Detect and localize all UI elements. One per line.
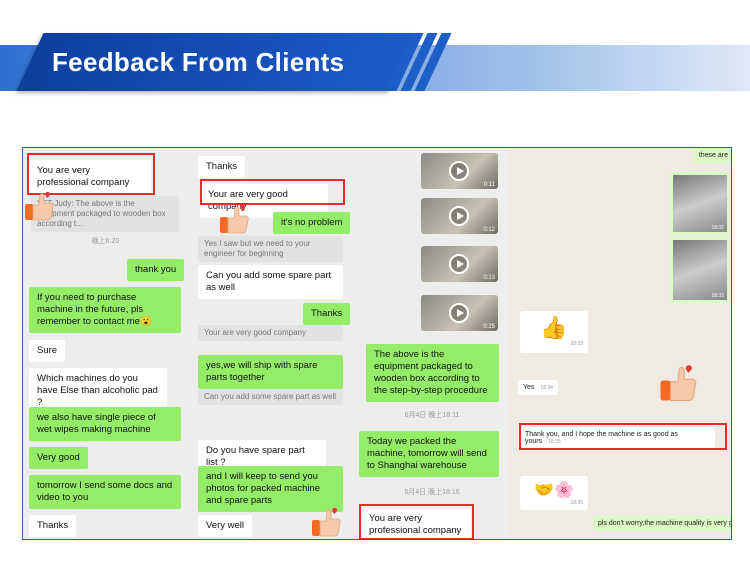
highlight-box [200,179,345,205]
chat-message: Which machines do you have Else than alc… [29,368,167,414]
video-message[interactable]: 0:11 [421,153,498,189]
emoji-message: 🤝🌸18:35 [520,476,588,510]
message-text: Yes [523,384,535,391]
chat-panel-1: You are very professional company YFT-Ju… [23,148,188,539]
chat-collage: You are very professional company YFT-Ju… [22,147,732,540]
chat-message: yes,we will ship with spare parts togeth… [198,355,343,389]
quoted-message: Yes I saw but we need to your engineer f… [198,236,343,262]
chat-message: Thanks [303,303,351,325]
play-icon [449,254,469,274]
quoted-message: YFT-Judy: The above is the equipment pac… [31,196,179,232]
chat-message: these are [693,148,731,163]
chat-message: Thank you, and I hope the machine is as … [520,427,715,449]
quoted-message: Can you add some spare part as well [198,389,343,405]
highlight-box [519,423,727,450]
chat-message: You are very professional company [29,160,151,194]
chat-message: You are very professional company [361,508,471,539]
video-message[interactable]: 0:12 [421,198,498,234]
video-duration: 0:13 [483,275,495,281]
chat-message: If you need to purchase machine in the f… [29,287,181,333]
chat-message: Yes 18:34 [518,380,558,395]
quoted-message: Your are very good company [198,325,343,341]
handshake-flower-emoji: 🤝🌸 [534,482,574,499]
chat-message: Can you add some spare part as well [198,265,343,299]
video-message[interactable]: 0:13 [421,246,498,282]
chat-panel-4: these are 18:32 18:32 👍18:33 Yes 18:34 Th… [508,148,731,539]
thumbs-up-emoji: 👍 [540,315,568,340]
play-icon [449,161,469,181]
play-icon [449,303,469,323]
video-duration: 0:25 [483,324,495,330]
message-time: 18:33 [570,341,583,347]
chat-panel-3: 0:11 0:12 0:13 0:25 The above is the equ… [356,148,508,539]
highlight-box [359,504,474,539]
thumbs-up-icon [659,364,697,402]
chat-message: pls don't worry,the machine quality is v… [593,516,731,531]
message-time: 18:34 [540,385,553,391]
chat-message: Thanks [29,515,77,537]
chat-message: Very good [29,447,88,469]
chat-panel-2: Thanks Your are very good company it's n… [188,148,356,539]
chat-message: and I will keep to send you photos for p… [198,466,343,512]
chat-message: The above is the equipment packaged to w… [366,344,499,402]
timestamp: 6月4日 晚上18:16 [404,489,460,496]
photo-time: 18:32 [711,293,724,299]
video-message[interactable]: 0:25 [421,295,498,331]
timestamp: 6月4日 晚上18:11 [404,412,460,419]
chat-message: Very well [198,515,253,537]
chat-message: Today we packed the machine, tomorrow wi… [359,431,499,477]
highlight-box [27,153,155,195]
chat-message: Thanks [198,156,246,178]
chat-message: we also have single piece of wet wipes m… [29,407,181,441]
video-duration: 0:11 [483,182,495,188]
emoji-message: 👍18:33 [520,311,588,353]
chat-message: Sure [29,340,66,362]
chat-message: thank you [127,259,185,281]
photo-message[interactable]: 18:32 [670,237,730,303]
video-duration: 0:12 [483,227,495,233]
message-text: Thank you, and I hope the machine is as … [525,431,678,445]
page-title: Feedback From Clients [52,47,345,77]
chat-message: it's no problem [273,212,351,234]
message-time: 18:35 [570,500,583,506]
timestamp: 晚上6:20 [91,238,120,245]
play-icon [449,206,469,226]
photo-message[interactable]: 18:32 [670,172,730,235]
photo-time: 18:32 [711,225,724,231]
message-time: 18:35 [548,439,561,445]
chat-message: tomorrow I send some docs and video to y… [29,475,181,509]
